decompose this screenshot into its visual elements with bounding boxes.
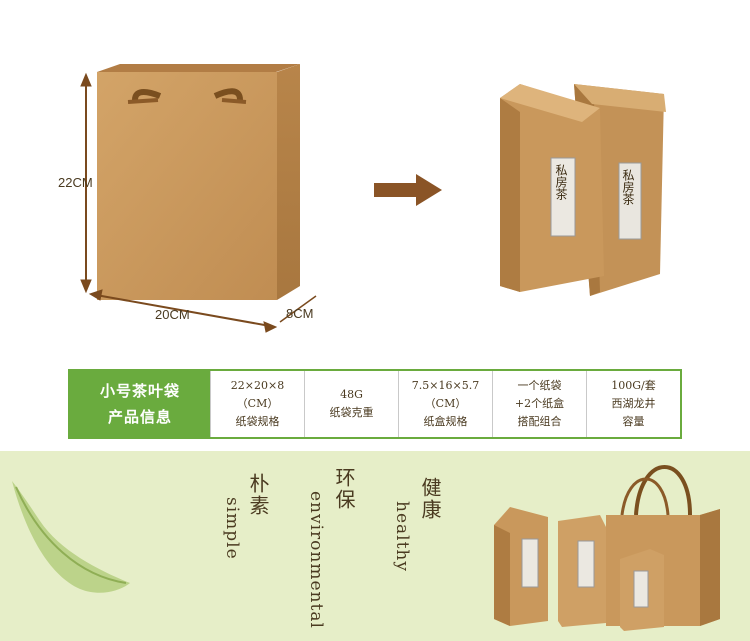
header-line-2: 产品信息: [107, 408, 172, 426]
tea-label-front: 私房茶: [554, 164, 568, 200]
product-info-strip: 小号茶叶袋 产品信息 22×20×8 （CM） 纸袋规格 48G 纸袋克重 7.…: [68, 369, 682, 439]
word-healthy-zh: 健康: [418, 477, 442, 521]
cell-line: 容量: [622, 415, 645, 428]
word-simple-en: simple: [222, 497, 242, 560]
cell-line: 纸袋克重: [329, 406, 374, 419]
word-healthy-en: healthy: [392, 501, 412, 572]
leaf-icon: [12, 481, 130, 593]
dimension-lines: [80, 72, 317, 333]
word-environmental-zh: 环保: [332, 467, 356, 511]
cell-line: 一个纸袋: [517, 379, 562, 392]
tea-box-medium: [558, 515, 606, 627]
bag-weight-cell: 48G 纸袋克重: [304, 371, 398, 437]
tea-box-small: [620, 549, 664, 631]
product-illustration: [80, 64, 666, 333]
tea-box-front: [500, 84, 604, 292]
combo-cell: 一个纸袋 +2个纸盒 搭配组合: [492, 371, 586, 437]
cell-line: （CM）: [236, 397, 279, 410]
capacity-cell: 100G/套 西湖龙井 容量: [586, 371, 680, 437]
banner-illustration: [12, 465, 720, 631]
bag-size-cell: 22×20×8 （CM） 纸袋规格: [210, 371, 304, 437]
cell-line: 纸盒规格: [423, 415, 468, 428]
cell-line: 纸袋规格: [235, 415, 280, 428]
tea-box-large: [494, 507, 548, 626]
cell-line: 100G/套: [611, 379, 656, 392]
bottom-banner: 朴素 simple 环保 environmental 健康 healthy: [0, 451, 750, 641]
cell-line: 48G: [340, 388, 363, 401]
product-photo-area: 22CM 20CM 8CM 私房茶 私房茶: [58, 64, 666, 333]
word-simple-zh: 朴素: [246, 473, 270, 517]
height-dimension: 22CM: [58, 175, 93, 190]
header-line-1: 小号茶叶袋: [99, 382, 180, 400]
tea-label-back: 私房茶: [621, 169, 635, 205]
cell-line: （CM）: [424, 397, 467, 410]
box-size-cell: 7.5×16×5.7 （CM） 纸盒规格: [398, 371, 492, 437]
cell-line: 搭配组合: [517, 415, 562, 428]
info-strip-header: 小号茶叶袋 产品信息: [70, 371, 210, 437]
cell-line: 22×20×8: [230, 379, 285, 392]
cell-line: +2个纸盒: [514, 397, 565, 410]
cell-line: 西湖龙井: [611, 397, 656, 410]
word-environmental-en: environmental: [306, 491, 326, 629]
width-dimension: 20CM: [155, 307, 190, 322]
arrow-right-icon: [374, 174, 442, 206]
cell-line: 7.5×16×5.7: [411, 379, 480, 392]
depth-dimension: 8CM: [286, 306, 314, 321]
kraft-bag: [97, 64, 300, 300]
